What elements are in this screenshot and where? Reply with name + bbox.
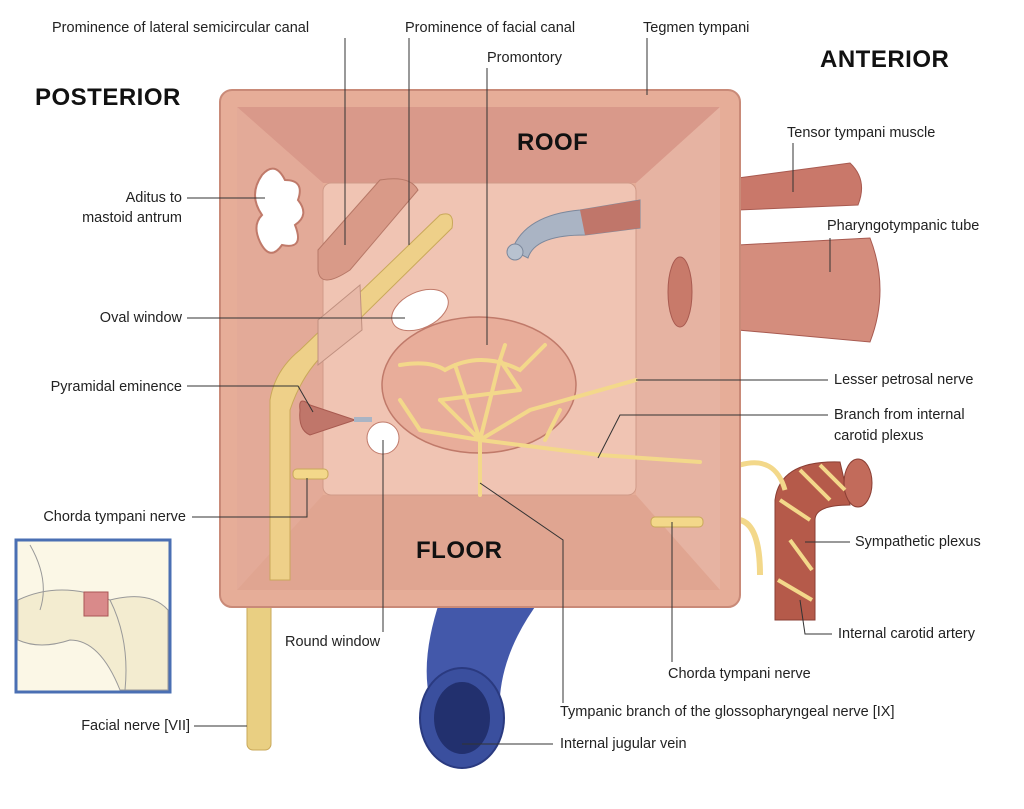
- label-round-window: Round window: [285, 634, 381, 650]
- tympanic-plexus: [398, 343, 702, 497]
- label-lateral-semicircular: Prominence of lateral semicircular canal: [52, 20, 310, 36]
- anterior-wall: [636, 107, 720, 590]
- oval-window: [391, 288, 449, 332]
- label-tympanic-branch: Tympanic branch of the glossopharyngeal …: [560, 704, 895, 720]
- floor-label: FLOOR: [416, 537, 503, 564]
- pharyngotympanic-tube: [737, 237, 881, 343]
- facial-nerve-trunk: [246, 599, 272, 751]
- posterior-label: POSTERIOR: [35, 84, 181, 111]
- label-aditus-2: mastoid antrum: [82, 210, 182, 226]
- label-facial-nerve: Facial nerve [VII]: [81, 718, 190, 734]
- label-ica: Internal carotid artery: [838, 626, 976, 642]
- label-tegmen: Tegmen tympani: [643, 20, 750, 36]
- label-lesser-petrosal: Lesser petrosal nerve: [834, 372, 974, 388]
- label-chorda-right: Chorda tympani nerve: [668, 666, 811, 682]
- internal-jugular-vein: [419, 600, 540, 769]
- lateral-semicircular-prominence: [317, 178, 419, 281]
- floor-wall: [237, 495, 720, 590]
- roof-label: ROOF: [517, 129, 589, 156]
- label-sympathetic: Sympathetic plexus: [855, 534, 981, 550]
- label-tensor: Tensor tympani muscle: [787, 125, 936, 141]
- orientation-inset: [14, 538, 172, 694]
- roof-wall: [237, 107, 720, 183]
- label-oval-window: Oval window: [99, 310, 182, 326]
- label-branch-ica-2: carotid plexus: [834, 428, 924, 444]
- leader-lines: [187, 38, 850, 745]
- label-facial-canal: Prominence of facial canal: [405, 20, 576, 36]
- label-promontory: Promontory: [487, 50, 562, 66]
- anterior-label: ANTERIOR: [820, 46, 950, 73]
- aditus-opening: [254, 167, 305, 254]
- facial-canal-prominence: [269, 213, 453, 581]
- tube-opening: [667, 256, 693, 328]
- facial-canal-bulge: [317, 283, 363, 367]
- internal-carotid-artery: [738, 458, 873, 621]
- label-branch-ica-1: Branch from internal: [834, 407, 965, 423]
- label-ijv: Internal jugular vein: [560, 736, 687, 752]
- label-pyramidal: Pyramidal eminence: [50, 379, 182, 395]
- label-aditus-1: Aditus to: [125, 190, 182, 206]
- chorda-tympani-right: [650, 516, 704, 528]
- label-pharyngotympanic: Pharyngotympanic tube: [827, 218, 980, 234]
- label-chorda-left: Chorda tympani nerve: [43, 509, 186, 525]
- chorda-tympani-left: [292, 468, 329, 480]
- tensor-tympani-muscle: [737, 162, 863, 211]
